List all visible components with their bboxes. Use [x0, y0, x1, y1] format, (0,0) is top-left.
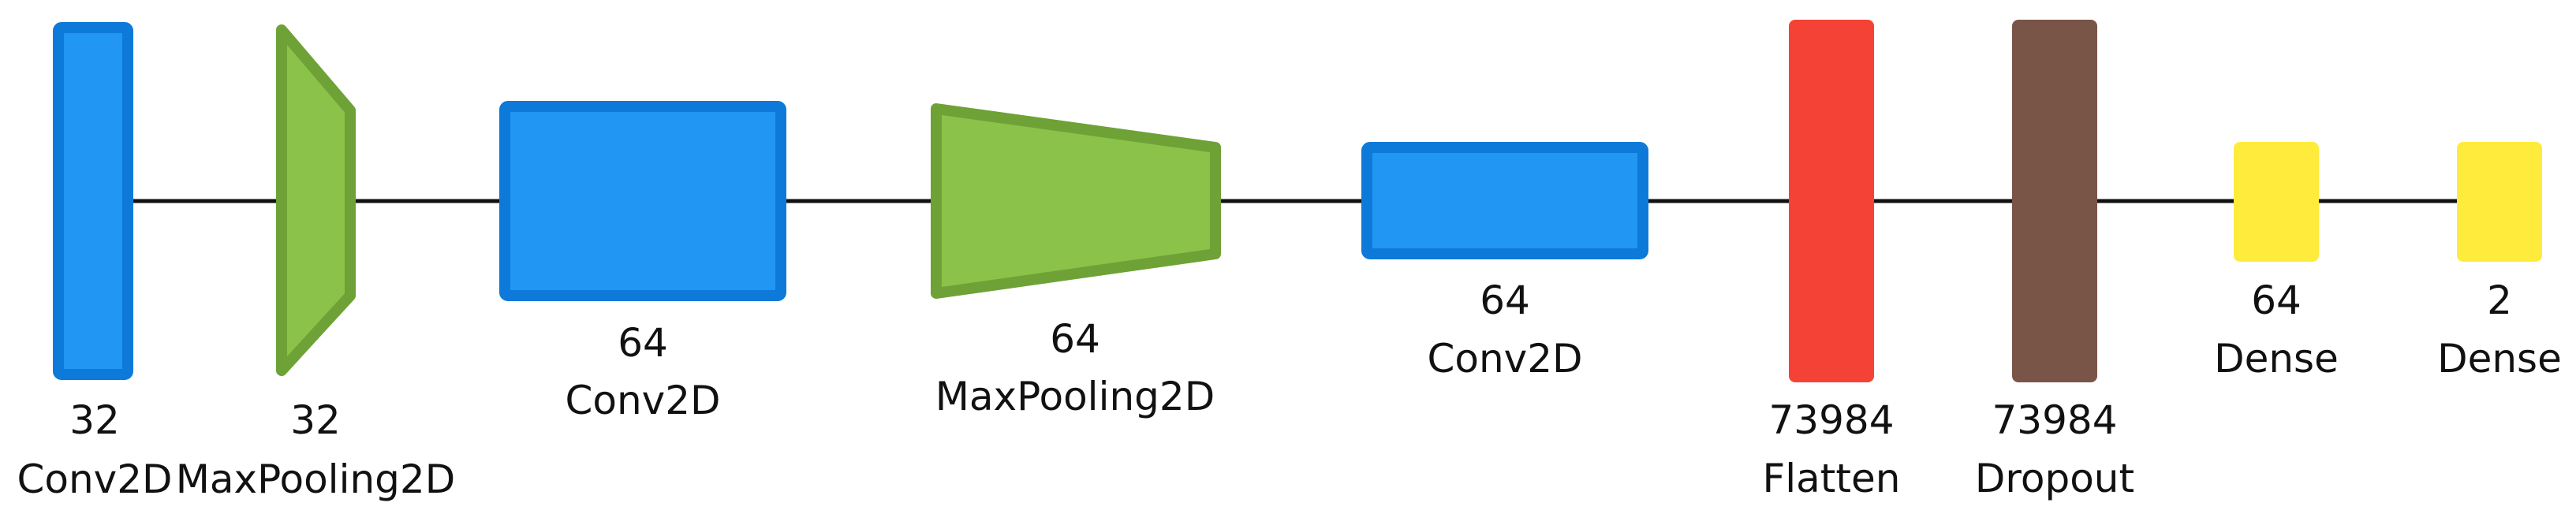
conv2d-1-type-label: Conv2D [17, 456, 172, 502]
layer-maxpool-1: 32 MaxPooling2D [176, 24, 455, 502]
dense-2-block [2457, 142, 2542, 262]
dropout-type-label: Dropout [1975, 456, 2134, 501]
layer-conv2d-3: 64 Conv2D [1361, 142, 1648, 382]
flatten-size-label: 73984 [1768, 397, 1894, 443]
dropout-size-label: 73984 [1992, 397, 2117, 443]
dropout-block [2012, 20, 2097, 382]
layer-dense-2: 2 Dense [2437, 142, 2562, 382]
maxpool-1-size-label: 32 [290, 397, 341, 443]
flatten-type-label: Flatten [1763, 456, 1901, 501]
conv2d-2-type-label: Conv2D [565, 378, 720, 423]
conv2d-2-size-label: 64 [618, 320, 668, 366]
maxpool-2-block [931, 103, 1221, 299]
layer-dense-1: 64 Dense [2214, 142, 2339, 382]
dense-1-size-label: 64 [2251, 277, 2302, 323]
dense-1-block [2234, 142, 2319, 262]
dense-1-type-label: Dense [2214, 336, 2339, 382]
conv2d-3-block [1361, 142, 1648, 259]
layer-dropout: 73984 Dropout [1975, 20, 2134, 501]
conv2d-3-size-label: 64 [1480, 277, 1530, 323]
maxpool-2-type-label: MaxPooling2D [935, 374, 1215, 419]
maxpool-1-type-label: MaxPooling2D [176, 456, 455, 502]
conv2d-1-block [53, 22, 133, 380]
maxpool-1-block [276, 24, 356, 376]
dense-2-size-label: 2 [2487, 277, 2512, 323]
conv2d-2-block [499, 101, 786, 301]
layer-flatten: 73984 Flatten [1763, 20, 1901, 501]
layer-maxpool-2: 64 MaxPooling2D [931, 103, 1221, 419]
maxpool-2-size-label: 64 [1050, 316, 1100, 362]
layer-conv2d-2: 64 Conv2D [499, 101, 786, 423]
conv2d-1-size-label: 32 [69, 397, 120, 443]
layer-conv2d-1: 32 Conv2D [17, 22, 173, 502]
conv2d-3-type-label: Conv2D [1427, 336, 1582, 382]
flatten-block [1789, 20, 1874, 382]
dense-2-type-label: Dense [2437, 336, 2562, 382]
